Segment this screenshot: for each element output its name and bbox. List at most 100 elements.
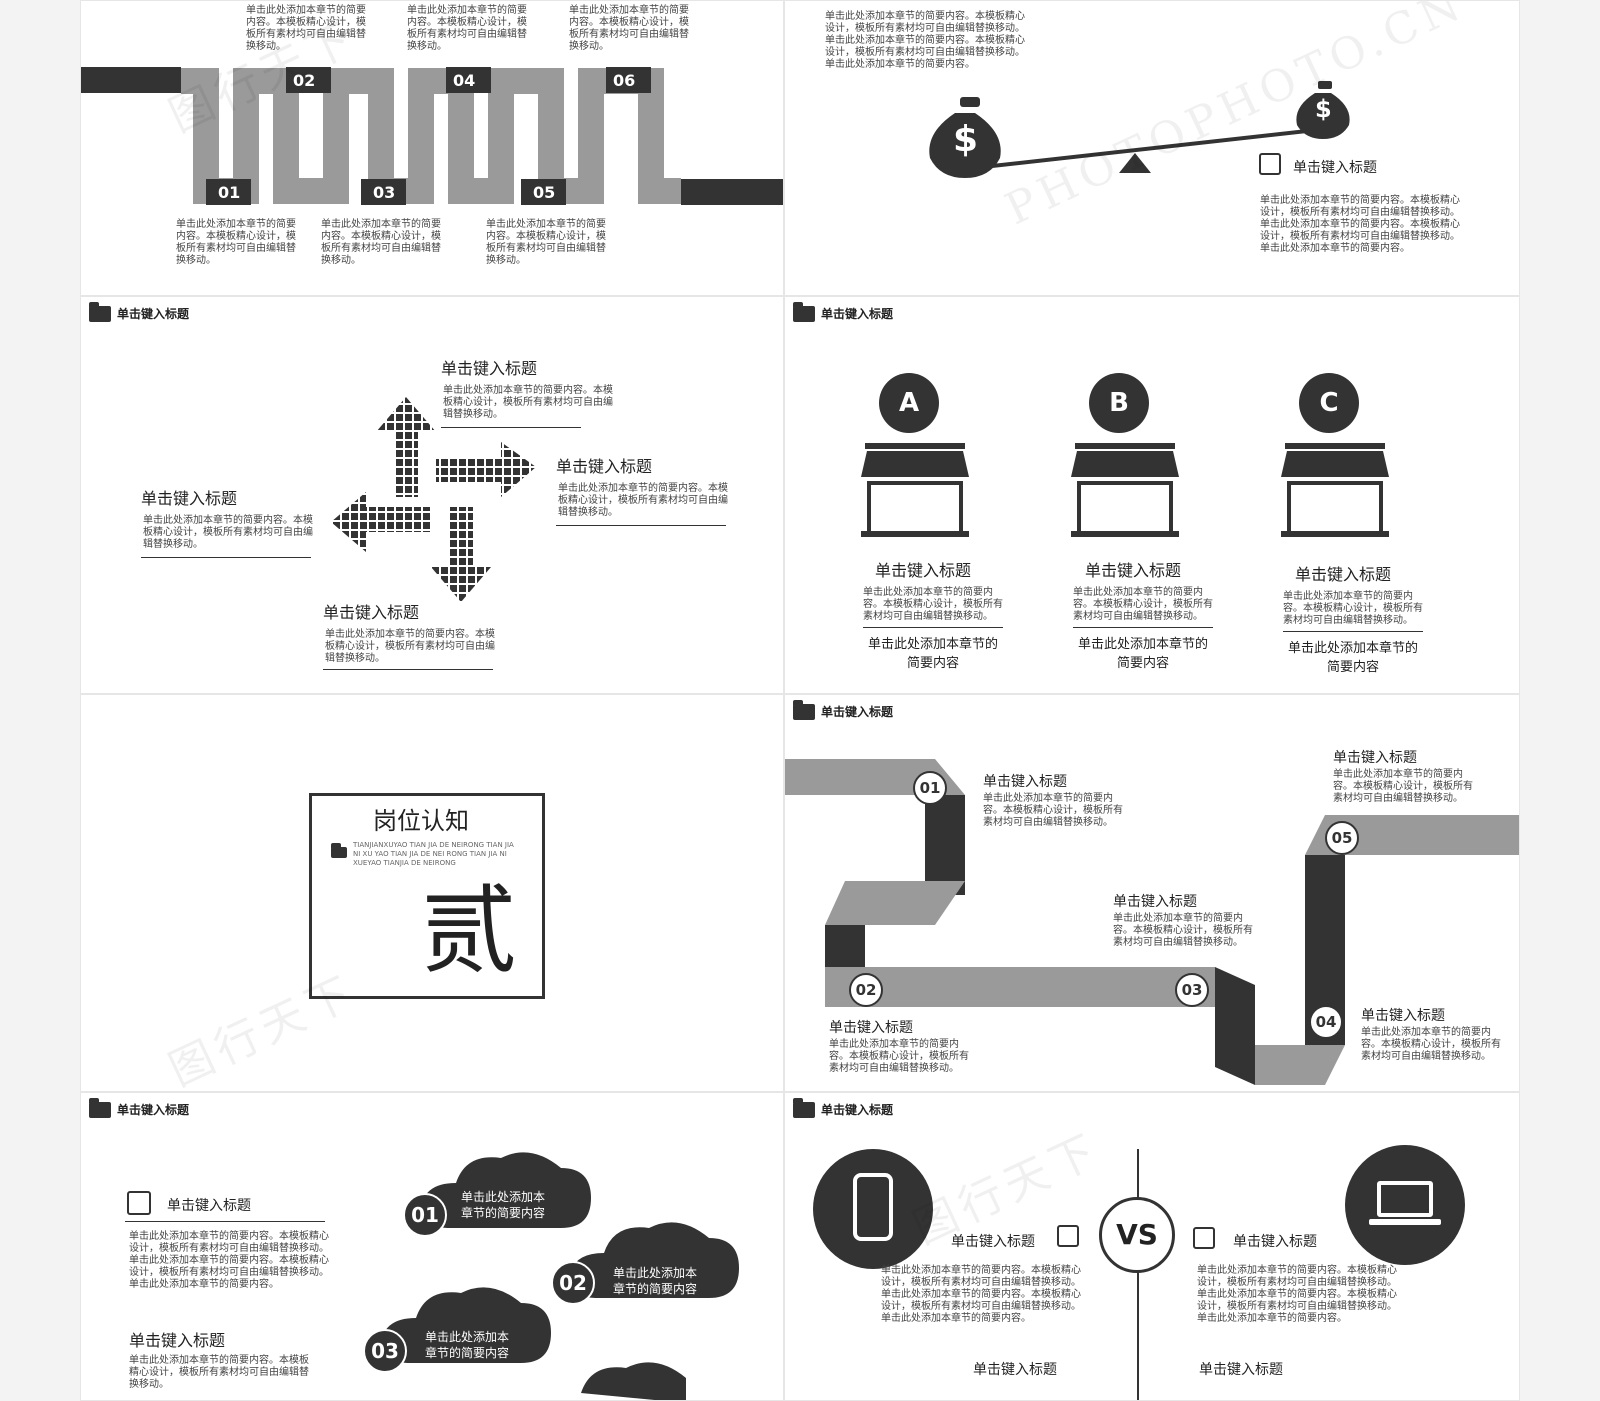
slide-scale[interactable]: 单击此处添加本章节的简要内容。本模板精心设计，模板所有素材均可自由编辑替换移动。…: [784, 0, 1520, 296]
body-text: 单击此处添加本章节的简要内容。本模板精心设计，模板所有素材均可自由编辑替换移动。: [1333, 769, 1473, 804]
folder-icon: [793, 301, 815, 322]
folder-icon: [89, 301, 111, 322]
heading: 单击键入标题: [829, 1020, 913, 1036]
store-item-b[interactable]: B 单击键入标题 单击此处添加本章节的简要内容。本模板精心设计，模板所有素材均可…: [1065, 373, 1225, 683]
heading: 单击键入标题: [875, 561, 972, 580]
scale-graphic: [929, 81, 1350, 178]
pixel-arrows-graphic: [331, 397, 536, 602]
body-text: 单击此处添加本章节的简要内容。本模板精心设计，模板所有素材均可自由编辑替换移动。: [486, 219, 606, 266]
body-text: 单击此处添加本章节的简要内容。本模板精心设计，模板所有素材均可自由编辑替换移动。…: [825, 11, 1025, 70]
slide-title: 单击键入标题: [821, 307, 894, 321]
cloud-caption-line: 章节的简要内容: [461, 1206, 546, 1220]
store-icon: [1281, 443, 1389, 537]
cloud-caption: 单击此处添加本章节的简要内容: [613, 1265, 697, 1297]
ribbon-num: 02: [849, 973, 883, 1007]
slide-vs[interactable]: 单击键入标题 VS 单击键入标题 单击此处添加本章节的简要内容。本模板精心设计，…: [784, 1092, 1520, 1401]
store-item-a[interactable]: A 单击键入标题 单击此处添加本章节的简要内容。本模板精心设计，模板所有素材均可…: [855, 373, 1015, 683]
store-item-c[interactable]: C 单击键入标题 单击此处添加本章节的简要内容。本模板精心设计，模板所有素材均可…: [1275, 373, 1435, 683]
slide-arrows[interactable]: 单击键入标题 单击键入标题 单击此处添加本章节的简要内容。本模板精心设计，模板所…: [80, 296, 784, 694]
body-text: 单击此处添加本章节的简要内容。本模板精心设计，模板所有素材均可自由编辑替换移动。: [325, 629, 495, 664]
pin-badge-a: A: [879, 373, 939, 433]
slide-header: 单击键入标题: [793, 699, 894, 720]
heading: 单击键入标题: [323, 603, 420, 622]
body-text: 单击此处添加本章节的简要内容。本模板精心设计，模板所有素材均可自由编辑替换移动。…: [1197, 1265, 1397, 1324]
underline: [141, 557, 311, 558]
body-text: 单击此处添加本章节的简要内容。本模板精心设计，模板所有素材均可自由编辑替换移动。: [829, 1039, 969, 1074]
heading: 单击键入标题: [951, 1234, 1035, 1250]
cloud-caption: 单击此处添加本章节的简要内容: [425, 1329, 509, 1361]
edit-icon: [127, 1191, 151, 1215]
heading: 单击键入标题: [1233, 1234, 1317, 1250]
zigzag-number: 04: [453, 71, 476, 90]
body-text: 单击此处添加本章节的简要内容。本模板精心设计，模板所有素材均可自由编辑替换移动。: [1073, 587, 1213, 622]
laptop-bubble: [1345, 1145, 1465, 1265]
section-subtitle: TIANJIANXUYAO TIAN JIA DE NEIRONG TIAN J…: [353, 841, 514, 867]
cloud-caption-line: 单击此处添加本: [425, 1330, 510, 1344]
underline: [1283, 631, 1423, 632]
heading: 单击键入标题: [983, 774, 1067, 790]
body-text: 单击此处添加本章节的简要内容。本模板精心设计，模板所有素材均可自由编辑替换移动。…: [1260, 195, 1460, 254]
edit-icon: [1057, 1225, 1079, 1247]
heading: 单击键入标题: [1333, 750, 1417, 766]
zigzag-number: 06: [613, 71, 636, 90]
body-text: 单击此处添加本章节的简要内容。本模板精心设计，模板所有素材均可自由编辑替换移动。: [176, 219, 296, 266]
slide-zigzag[interactable]: 02 04 06 01 03 05 单击此处添加本章节的简要内容。本模板精心设计…: [80, 0, 784, 296]
phone-bubble: [813, 1149, 933, 1269]
underline: [323, 669, 493, 670]
heading: 单击键入标题: [1295, 565, 1392, 584]
heading: 单击键入标题: [1199, 1362, 1283, 1378]
cloud-caption-line: 章节的简要内容: [425, 1346, 510, 1360]
body-text: 单击此处添加本章节的简要内容。本模板精心设计，模板所有素材均可自由编辑替换移动。: [1113, 913, 1253, 948]
slide-stores[interactable]: 单击键入标题 A 单击键入标题 单击此处添加本章节的简要内容。本模板精心设计，模…: [784, 296, 1520, 694]
slide-title: 单击键入标题: [117, 1103, 190, 1117]
section-big-char: 贰: [421, 875, 517, 987]
vertical-divider: [1137, 1149, 1139, 1400]
cloud-caption: 单击此处添加本章节的简要内容: [461, 1189, 545, 1221]
slide-header: 单击键入标题: [89, 301, 190, 322]
heading: 单击键入标题: [1361, 1008, 1445, 1024]
body-text: 单击此处添加本章节的简要内容。本模板精心设计，模板所有素材均可自由编辑替换移动。: [143, 515, 313, 550]
laptop-icon: [1377, 1181, 1433, 1217]
cloud-caption-line: 单击此处添加本: [613, 1266, 698, 1280]
slide-clouds[interactable]: 单击键入标题 单击键入标题 单击此处添加本章节的简要内容。本模板精心设计，模板所…: [80, 1092, 784, 1401]
pin-badge-c: C: [1299, 373, 1359, 433]
underline: [125, 1221, 325, 1222]
slide-ribbon[interactable]: 单击键入标题 01 02 03 04 05 单击键入标题 单击此处添加本章节的简…: [784, 694, 1520, 1092]
underline: [441, 427, 581, 428]
heading: 单击键入标题: [141, 489, 238, 508]
pin-badge-b: B: [1089, 373, 1149, 433]
heading: 单击键入标题: [167, 1198, 251, 1214]
vs-badge: VS: [1099, 1197, 1175, 1273]
heading: 单击键入标题: [1085, 561, 1182, 580]
slide-title: 单击键入标题: [821, 705, 894, 719]
underline: [1073, 627, 1213, 628]
underline: [556, 525, 726, 526]
slide-title: 单击键入标题: [117, 307, 190, 321]
section-title: 岗位认知: [373, 807, 469, 835]
laptop-base: [1369, 1219, 1441, 1225]
slide-header: 单击键入标题: [793, 1097, 893, 1118]
folder-icon: [89, 1097, 111, 1118]
zigzag-number: 02: [293, 71, 316, 90]
heading: 单击键入标题: [556, 457, 653, 476]
body-text: 单击此处添加本章节的简要内容。本模板精心设计，模板所有素材均可自由编辑替换移动。: [863, 587, 1003, 622]
store-icon: [1071, 443, 1179, 537]
body-text: 单击此处添加本章节的简要内容。本模板精心设计，模板所有素材均可自由编辑替换移动。…: [129, 1231, 329, 1290]
body-text: 单击此处添加本章节的简要内容。本模板精心设计，模板所有素材均可自由编辑替换移动。: [558, 483, 728, 518]
folder-icon: [793, 699, 815, 720]
folder-icon: [331, 843, 347, 858]
heading: 单击键入标题: [129, 1331, 226, 1350]
zigzag-number: 01: [218, 183, 241, 202]
zigzag-number: 05: [533, 183, 556, 202]
ribbon-num: 05: [1325, 821, 1359, 855]
slide-section[interactable]: 岗位认知 TIANJIANXUYAO TIAN JIA DE NEIRONG T…: [80, 694, 784, 1092]
cloud-num: 02: [551, 1261, 595, 1305]
body-text: 单击此处添加本章节的简要内容。本模板精心设计，模板所有素材均可自由编辑替换移动。: [246, 5, 366, 52]
zigzag-graphic: [81, 67, 783, 205]
body-text: 单击此处添加本章节的简要内容。本模板精心设计，模板所有素材均可自由编辑替换移动。: [407, 5, 527, 52]
zigzag-number: 03: [373, 183, 396, 202]
money-bag-right-icon: $: [1315, 95, 1332, 123]
caption: 单击此处添加本章节的简要内容: [1077, 637, 1208, 671]
ribbon-num: 04: [1309, 1005, 1343, 1039]
phone-icon: [853, 1173, 893, 1241]
